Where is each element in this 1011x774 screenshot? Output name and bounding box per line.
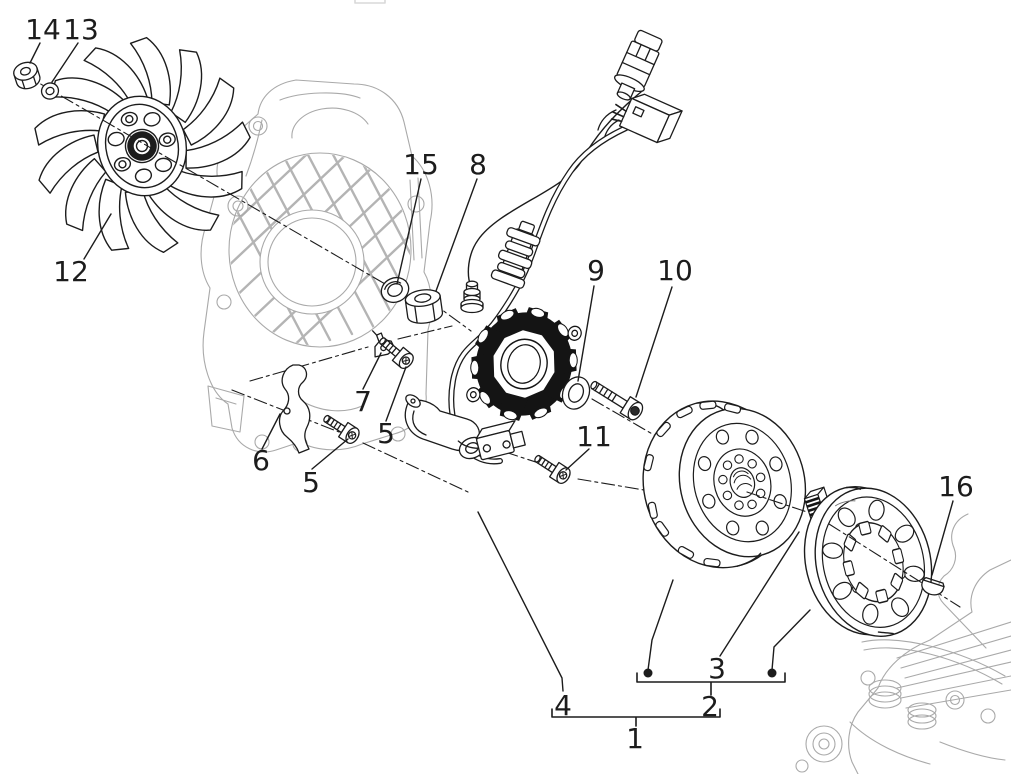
hex-nut (404, 289, 444, 324)
cable-feedthrough-stud (460, 280, 484, 314)
seal-ring (561, 376, 591, 410)
part-label: 6 (252, 444, 270, 477)
round-connector (614, 29, 663, 101)
cropped-box-fragment (354, 0, 386, 4)
part-label: 5 (377, 417, 395, 450)
part-label: 13 (63, 13, 99, 46)
woodruff-key (921, 576, 945, 596)
part-label: 12 (53, 255, 89, 288)
stator (466, 306, 582, 422)
cooling-fan (28, 32, 254, 259)
part-label: 2 (701, 690, 719, 723)
pickup-sensor (457, 420, 526, 461)
washer (40, 82, 60, 100)
cable-grommet (490, 220, 541, 289)
engine-block-fragment (795, 513, 1011, 774)
part-label: 3 (708, 652, 726, 685)
part-label: 5 (302, 466, 320, 499)
rect-connector (610, 93, 683, 144)
flange-nut (13, 61, 41, 90)
part-label: 1 (626, 722, 644, 755)
axis-centerline (746, 491, 808, 513)
axis-centerline (19, 71, 393, 289)
part-label: 4 (554, 689, 572, 722)
part-label: 11 (576, 420, 612, 453)
oil-seal (380, 276, 410, 304)
flywheel-rotor (642, 400, 807, 569)
screw (530, 449, 574, 487)
group-brackets (551, 672, 786, 727)
part-label: 15 (403, 148, 439, 181)
part-label: 16 (938, 470, 974, 503)
starter-gear-plate (803, 485, 933, 637)
sensor-wire (467, 91, 642, 288)
hex-socket-bolt (590, 380, 644, 421)
part-label: 7 (354, 385, 372, 418)
crankcase-background (200, 79, 433, 453)
part-label: 10 (657, 254, 693, 287)
part-label: 14 (25, 13, 61, 46)
part-label: 8 (469, 148, 487, 181)
leader-lines (29, 42, 954, 692)
part-label: 9 (587, 254, 605, 287)
support-arm (404, 394, 486, 460)
group-dots (643, 668, 777, 678)
stop-bracket (278, 364, 311, 454)
